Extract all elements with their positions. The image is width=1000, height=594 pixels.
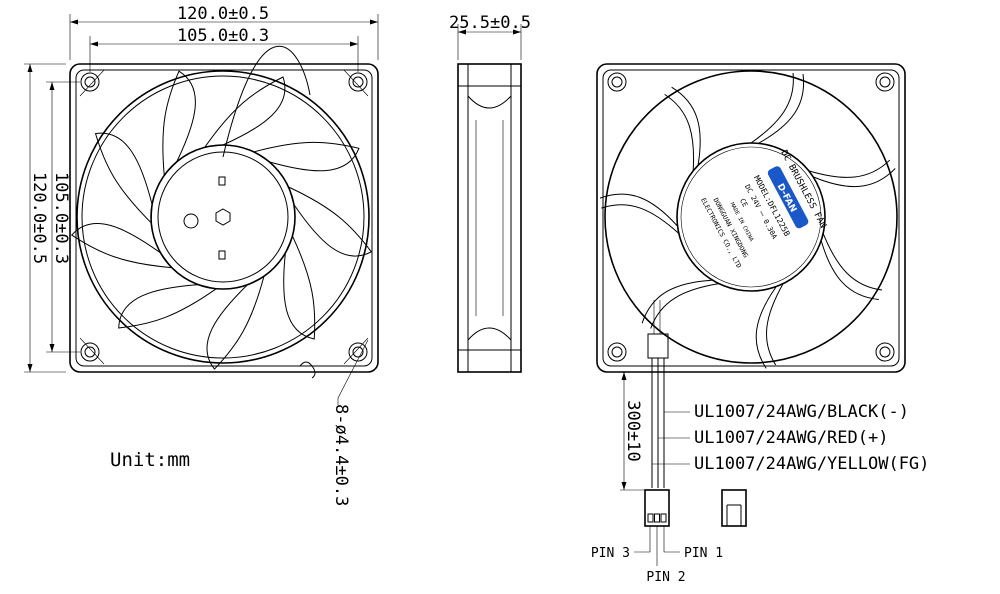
front-blades <box>222 45 311 158</box>
back-strut <box>808 159 896 188</box>
front-frame <box>69 63 379 373</box>
connector <box>644 489 670 527</box>
fan-blade <box>203 76 286 148</box>
fan-blade <box>118 284 218 329</box>
dim-overall-height <box>24 63 66 373</box>
thickness-label: 25.5±0.5 <box>449 13 531 33</box>
wiring <box>620 358 747 566</box>
front-venturi <box>76 70 370 364</box>
fan-label: DC BRUSHLESS FAN D-FAN MODEL:DFL1225B DC… <box>699 149 828 270</box>
dim-overall-width <box>69 14 379 60</box>
pin3-label: PIN 3 <box>591 546 630 561</box>
wire-black-label: UL1007/24AWG/BLACK(-) <box>694 402 909 422</box>
wire-yellow-label: UL1007/24AWG/YELLOW(FG) <box>694 454 929 474</box>
fan-blade <box>70 223 173 269</box>
fan-blade <box>288 186 373 257</box>
dim-hole-width <box>89 36 359 72</box>
mounting-holes-label: 8-ø4.4±0.3 <box>331 404 351 506</box>
wire-red-label: UL1007/24AWG/RED(+) <box>694 428 888 448</box>
fan-blade <box>206 275 265 370</box>
label-ce: CE <box>738 197 749 208</box>
label-disc <box>676 142 826 292</box>
back-mounting-holes <box>607 72 895 362</box>
hub-slot-top <box>218 176 226 186</box>
fan-blade <box>253 141 360 172</box>
back-strut <box>750 72 805 144</box>
back-view: DC BRUSHLESS FAN D-FAN MODEL:DFL1225B DC… <box>596 63 906 373</box>
fan-blade <box>162 70 196 177</box>
side-view <box>457 24 522 373</box>
hole-leader <box>337 339 369 399</box>
hub-hex <box>215 208 231 226</box>
hole-spacing-width-label: 105.0±0.3 <box>177 26 269 46</box>
hub-hole-left <box>183 213 199 229</box>
side-frame <box>457 63 522 373</box>
connector-side <box>721 489 747 527</box>
hole-spacing-height-label: 105.0±0.3 <box>51 172 71 264</box>
overall-width-label: 120.0±0.5 <box>177 4 269 24</box>
unit-note: Unit:mm <box>110 449 190 471</box>
brand-badge <box>767 166 809 229</box>
cable-notch <box>299 361 316 379</box>
front-mounting-holes <box>79 69 369 365</box>
front-hub-inner <box>157 151 289 283</box>
back-strut <box>755 283 784 369</box>
back-strut <box>599 193 680 234</box>
front-venturi-inner <box>81 75 365 359</box>
front-view: 120.0±0.5 105.0±0.3 120.0±0.5 105.0±0.3 <box>24 4 379 506</box>
hub-slot-bottom <box>218 250 226 260</box>
overall-height-label: 120.0±0.5 <box>29 172 49 264</box>
lead-length-label: 300±10 <box>623 400 643 461</box>
fan-blade <box>283 235 316 340</box>
cable-exit <box>647 333 669 359</box>
pin1-label: PIN 1 <box>684 546 723 561</box>
back-strut <box>820 233 883 301</box>
back-strut <box>664 86 701 171</box>
fan-blade <box>94 132 153 224</box>
dim-hole-height <box>46 81 80 353</box>
back-venturi <box>604 70 898 364</box>
pin2-label: PIN 2 <box>646 570 685 585</box>
back-struts <box>599 72 896 369</box>
front-frame-inner <box>75 69 373 367</box>
front-blade-set <box>70 70 373 370</box>
back-frame <box>596 63 906 373</box>
front-hub <box>150 144 296 290</box>
